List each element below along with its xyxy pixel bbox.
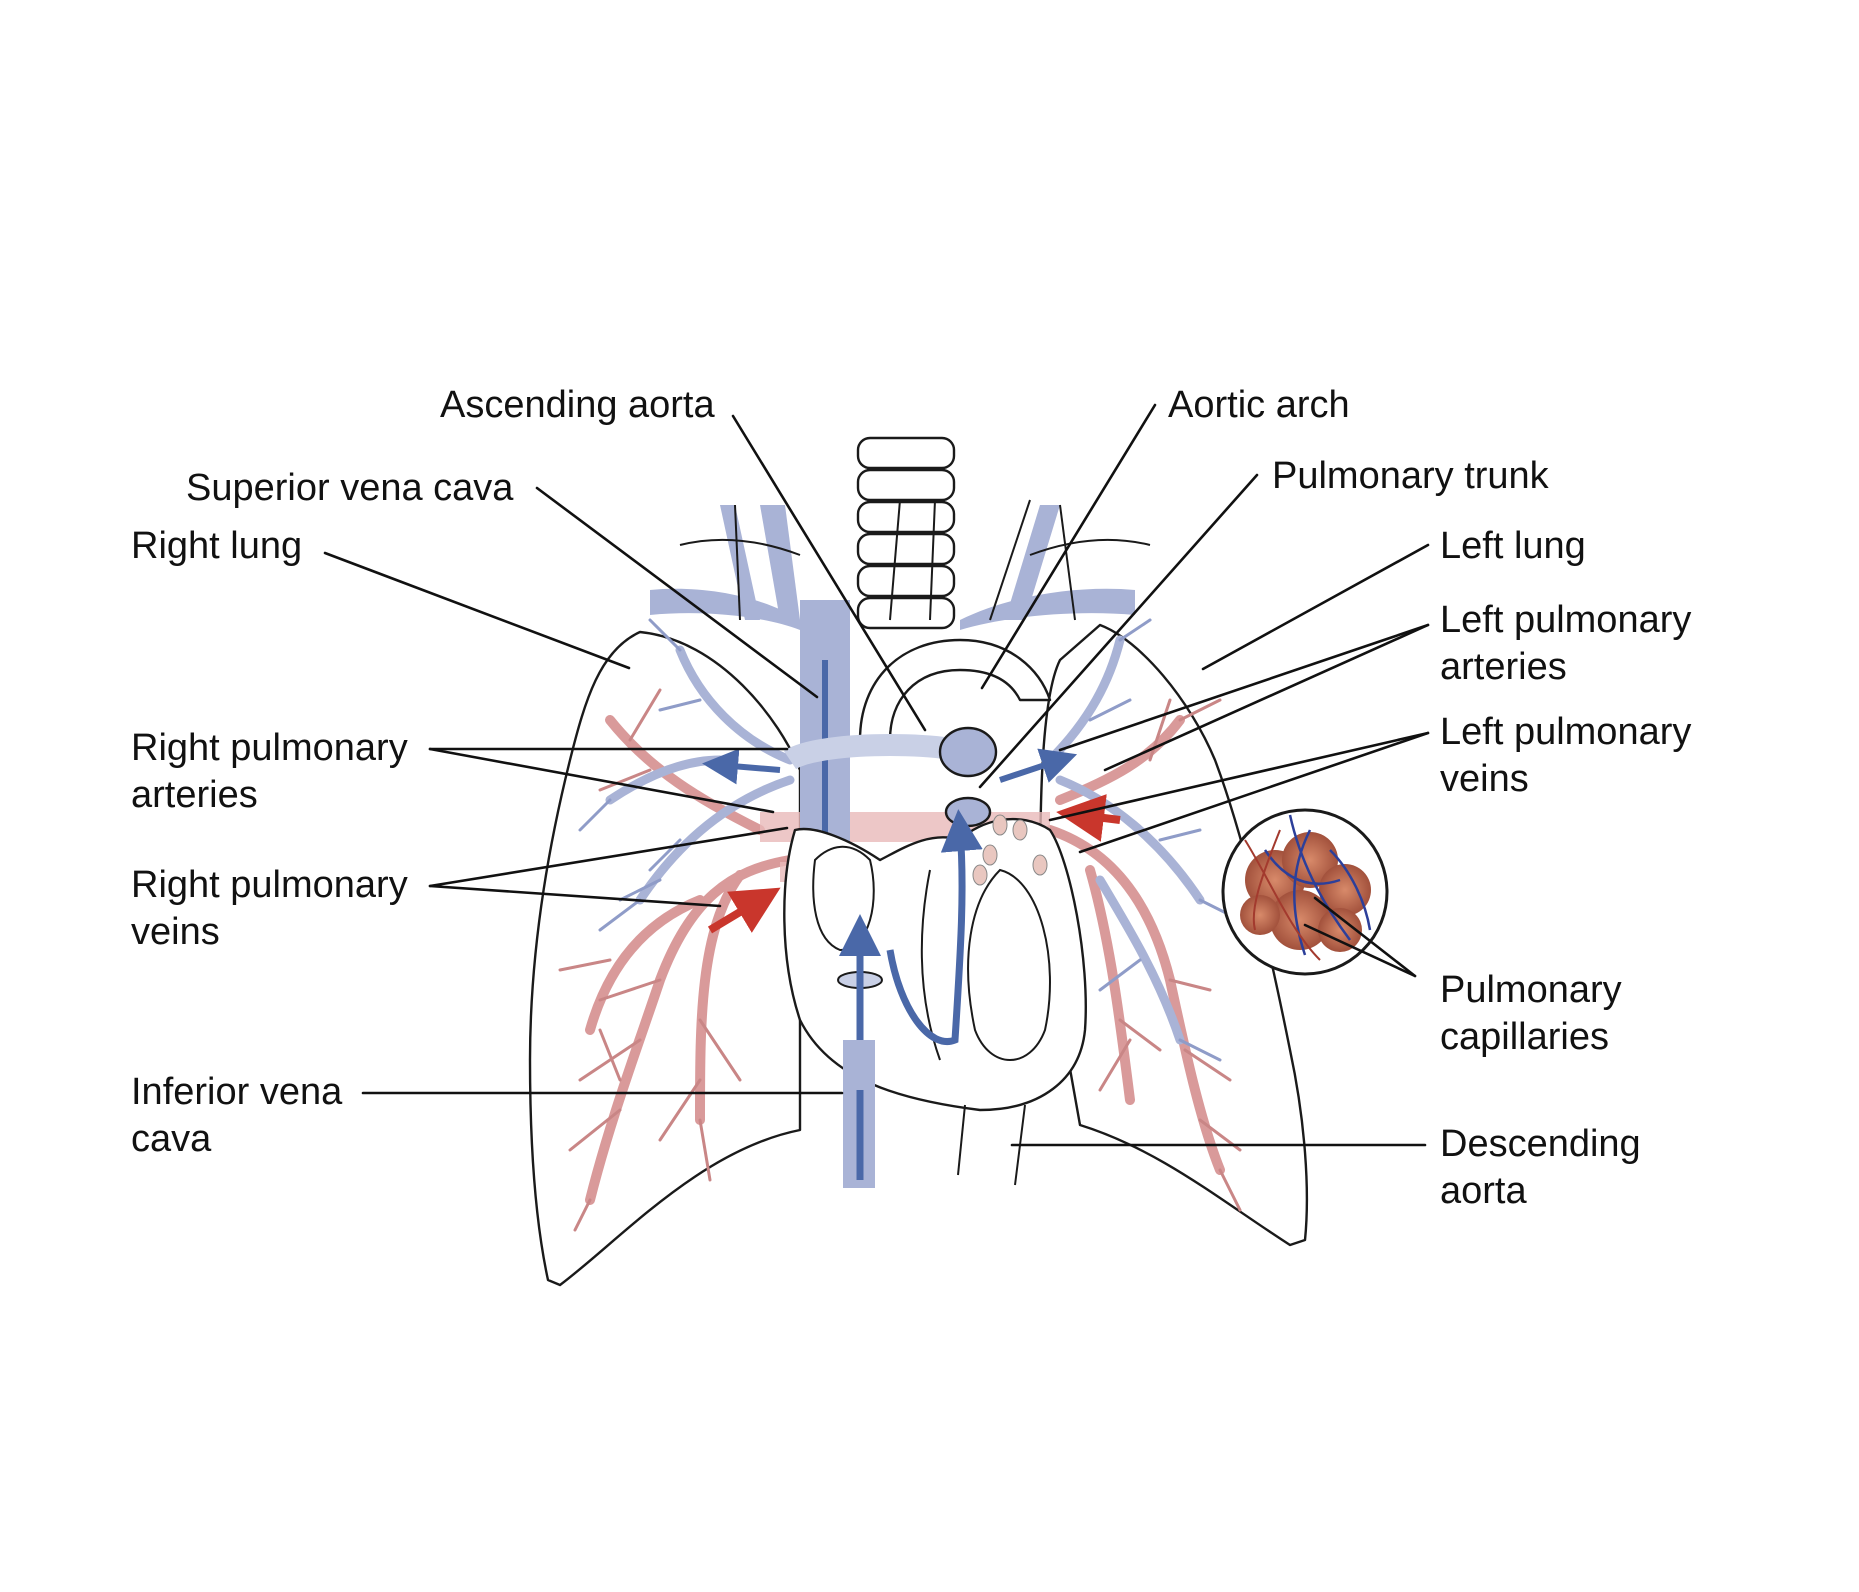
label-left-pulmonary-veins-line2: veins: [1440, 758, 1529, 800]
leader-ascending-aorta: [731, 414, 927, 732]
label-pulmonary-capillaries-line2: capillaries: [1440, 1016, 1609, 1058]
label-superior-vena-cava: Superior vena cava: [186, 467, 514, 509]
label-ascending-aorta: Ascending aorta: [440, 384, 715, 426]
leader-right-lung: [323, 551, 631, 670]
labels: Ascending aorta Aortic arch Superior ven…: [131, 384, 1702, 1212]
label-right-pulmonary-veins-line1: Right pulmonary: [131, 864, 408, 906]
pulmonary-capillaries-inset: [1221, 808, 1389, 976]
leader-right-pulm-veins-2: [428, 884, 722, 908]
inferior-vena-cava: [843, 1040, 875, 1188]
trachea: [856, 436, 956, 630]
label-left-lung: Left lung: [1440, 525, 1586, 567]
label-right-pulmonary-arteries-line1: Right pulmonary: [131, 727, 408, 769]
label-descending-aorta: Descending aorta: [1440, 1123, 1651, 1212]
label-inferior-vena-cava-line2: cava: [131, 1118, 212, 1160]
label-pulmonary-capillaries: Pulmonary capillaries: [1440, 969, 1632, 1058]
leader-pulm-capillaries-2: [1303, 923, 1417, 978]
label-right-pulmonary-arteries: Right pulmonary arteries: [131, 727, 418, 816]
leader-left-pulm-arteries-2: [1103, 623, 1430, 772]
leader-pulm-capillaries-1: [1313, 896, 1417, 978]
label-inferior-vena-cava-line1: Inferior vena: [131, 1071, 343, 1113]
leader-pulmonary-trunk: [978, 473, 1259, 789]
right-pulmonary-tree: [558, 618, 795, 1232]
leader-right-pulm-veins-1: [428, 826, 789, 888]
leader-right-pulm-arteries-2: [428, 747, 775, 814]
label-pulmonary-capillaries-line1: Pulmonary: [1440, 969, 1622, 1011]
label-descending-aorta-line2: aorta: [1440, 1170, 1527, 1212]
label-aortic-arch: Aortic arch: [1168, 384, 1350, 426]
label-right-lung: Right lung: [131, 525, 302, 567]
leader-left-lung: [1201, 543, 1430, 671]
label-descending-aorta-line1: Descending: [1440, 1123, 1641, 1165]
label-left-pulmonary-arteries: Left pulmonary arteries: [1440, 599, 1702, 688]
heart: [783, 809, 1087, 1112]
label-left-pulmonary-arteries-line1: Left pulmonary: [1440, 599, 1691, 641]
leader-left-pulm-veins-1: [1048, 731, 1430, 822]
label-right-pulmonary-veins: Right pulmonary veins: [131, 864, 418, 953]
label-inferior-vena-cava: Inferior vena cava: [131, 1071, 353, 1160]
label-right-pulmonary-veins-line2: veins: [131, 911, 220, 953]
label-left-pulmonary-veins: Left pulmonary veins: [1440, 711, 1702, 800]
leader-left-pulm-arteries-1: [1058, 623, 1430, 752]
label-left-pulmonary-arteries-line2: arteries: [1440, 646, 1567, 688]
leader-superior-vena-cava: [535, 486, 819, 699]
leader-aortic-arch: [980, 403, 1157, 690]
label-pulmonary-trunk: Pulmonary trunk: [1272, 455, 1550, 497]
leader-left-pulm-veins-2: [1078, 731, 1430, 854]
label-left-pulmonary-veins-line1: Left pulmonary: [1440, 711, 1691, 753]
leader-lines: [323, 403, 1430, 1147]
label-right-pulmonary-arteries-line2: arteries: [131, 774, 258, 816]
